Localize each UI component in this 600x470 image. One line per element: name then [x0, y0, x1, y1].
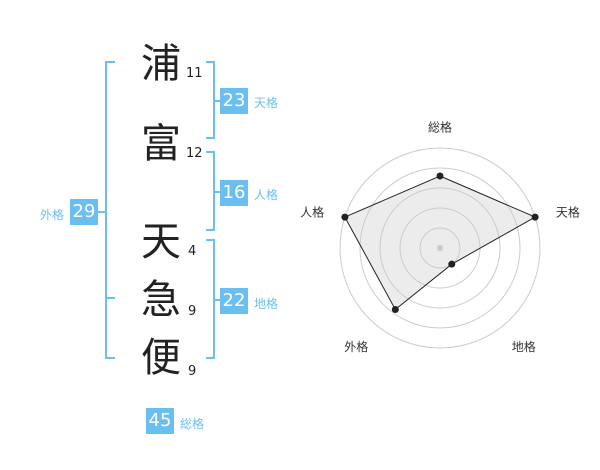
soukaku-label: 総格	[180, 417, 205, 431]
radar-axis-label-4: 人格	[300, 205, 324, 220]
gaikaku-label: 外格	[40, 208, 65, 222]
name-char-4: 急	[141, 277, 181, 323]
radar-point-4	[341, 213, 349, 221]
chikaku-value: 22	[220, 288, 248, 314]
tenkaku-label: 天格	[254, 96, 279, 110]
radar-point-1	[531, 213, 539, 221]
name-char-5: 便	[141, 335, 181, 381]
name-char-3: 天	[141, 219, 181, 265]
soukaku-value: 45	[146, 408, 174, 434]
radar-axis-label-0: 総格	[428, 120, 452, 135]
stroke-count-3: 4	[188, 244, 197, 259]
radar-axis-label-1: 天格	[556, 205, 580, 220]
radar-ring	[379, 187, 501, 309]
radar-center	[437, 245, 443, 251]
name-char-2: 富	[141, 121, 181, 167]
radar-point-2	[448, 260, 456, 268]
gaikaku-bracket	[105, 61, 115, 359]
radar-ring	[419, 227, 461, 269]
name-char-1: 浦	[141, 41, 181, 87]
gaikaku-value: 29	[70, 199, 98, 225]
stroke-count-1: 11	[186, 66, 203, 81]
jinkaku-value: 16	[220, 180, 248, 206]
stroke-count-2: 12	[186, 146, 203, 161]
radar-polygon	[344, 175, 537, 311]
stroke-count-5: 9	[188, 364, 197, 379]
jinkaku-label: 人格	[254, 188, 279, 202]
radar-axis-label-3: 外格	[344, 339, 368, 354]
stroke-count-4: 9	[188, 304, 197, 319]
radar-ring	[359, 167, 521, 329]
radar-axis-label-2: 地格	[512, 339, 536, 354]
chikaku-label: 地格	[254, 297, 279, 311]
radar-point-0	[436, 172, 444, 180]
tenkaku-value: 23	[220, 88, 248, 114]
radar-point-3	[391, 305, 399, 313]
radar-ring	[339, 147, 541, 349]
